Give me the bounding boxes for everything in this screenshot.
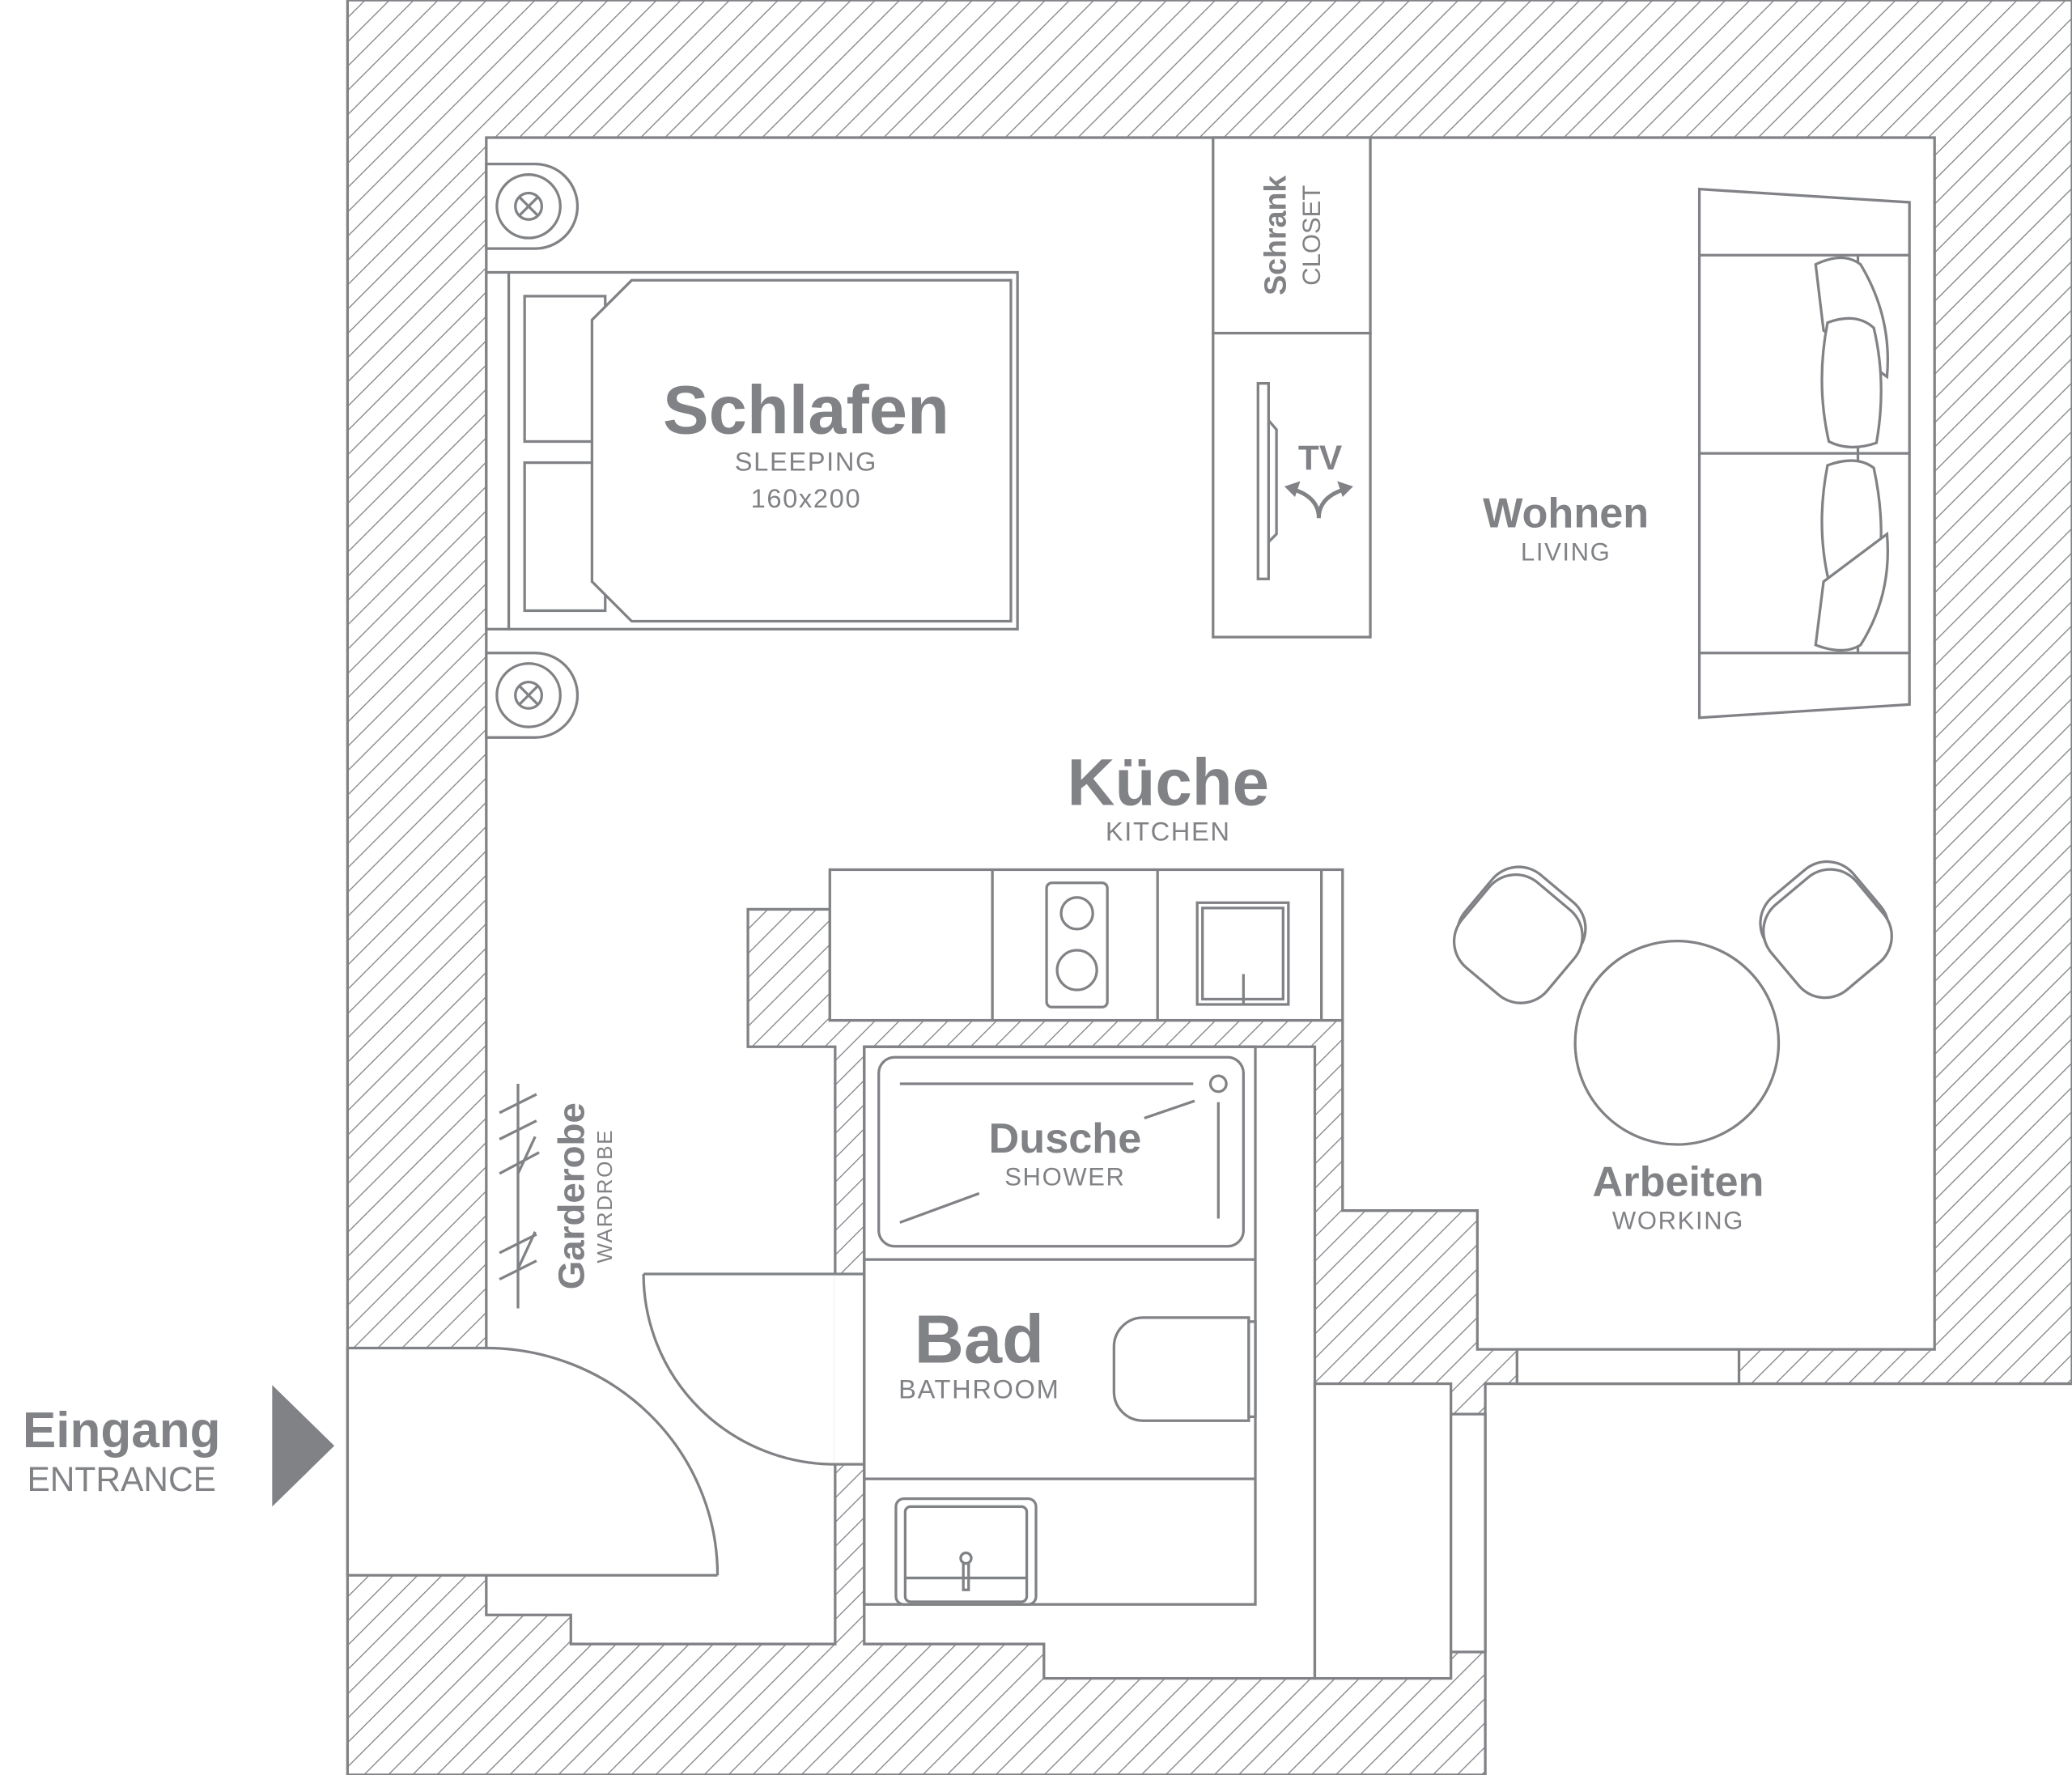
nightstand-top: [485, 162, 580, 250]
sleeping-subtitle: SLEEPING: [735, 446, 877, 476]
wardrobe-title: Garderobe: [551, 1102, 592, 1289]
tv-icon: [1256, 382, 1270, 580]
shower-title: Dusche: [989, 1115, 1142, 1162]
bathroom-doorway: [834, 1274, 866, 1465]
arrow-right-icon: [272, 1385, 335, 1507]
entrance-subtitle: ENTRANCE: [27, 1460, 215, 1498]
wardrobe-rail-icon: [499, 1083, 540, 1309]
kitchen-counter: [828, 868, 1344, 1022]
living-title: Wohnen: [1483, 490, 1649, 537]
sleeping-title: Schlafen: [663, 372, 949, 448]
entrance-title: Eingang: [23, 1403, 221, 1459]
closet-title: Schrank: [1259, 176, 1293, 295]
window: [1515, 1348, 1741, 1386]
toilet-icon: [1112, 1316, 1257, 1422]
storage-block: [1313, 1382, 1453, 1680]
bathroom-subtitle: BATHROOM: [898, 1374, 1059, 1404]
table: [1573, 939, 1781, 1146]
sofa: [1697, 187, 1911, 720]
working-title: Arbeiten: [1593, 1159, 1764, 1206]
kitchen-subtitle: KITCHEN: [1106, 817, 1231, 847]
stove-icon: [1045, 881, 1109, 1009]
chair-left: [1452, 865, 1587, 1004]
bed: [485, 270, 1019, 631]
bathroom-sink-icon: [894, 1497, 1038, 1606]
shower: [877, 1055, 1245, 1248]
kitchen-title: Küche: [1068, 745, 1269, 819]
chair-right: [1759, 860, 1893, 1000]
closet-subtitle: CLOSET: [1297, 185, 1326, 286]
entrance-door[interactable]: [486, 1346, 720, 1577]
bed-size: 160x200: [751, 483, 862, 513]
living-subtitle: LIVING: [1521, 537, 1611, 566]
bathroom-door[interactable]: [642, 1272, 835, 1466]
kitchen-sink-icon: [1195, 901, 1290, 1006]
tv-label: TV: [1298, 439, 1343, 477]
working-subtitle: WORKING: [1612, 1207, 1744, 1235]
shower-subtitle: SHOWER: [1004, 1163, 1125, 1191]
bathroom-title: Bad: [915, 1300, 1044, 1377]
wardrobe-subtitle: WARDROBE: [592, 1129, 617, 1263]
nightstand-bottom: [485, 652, 580, 739]
